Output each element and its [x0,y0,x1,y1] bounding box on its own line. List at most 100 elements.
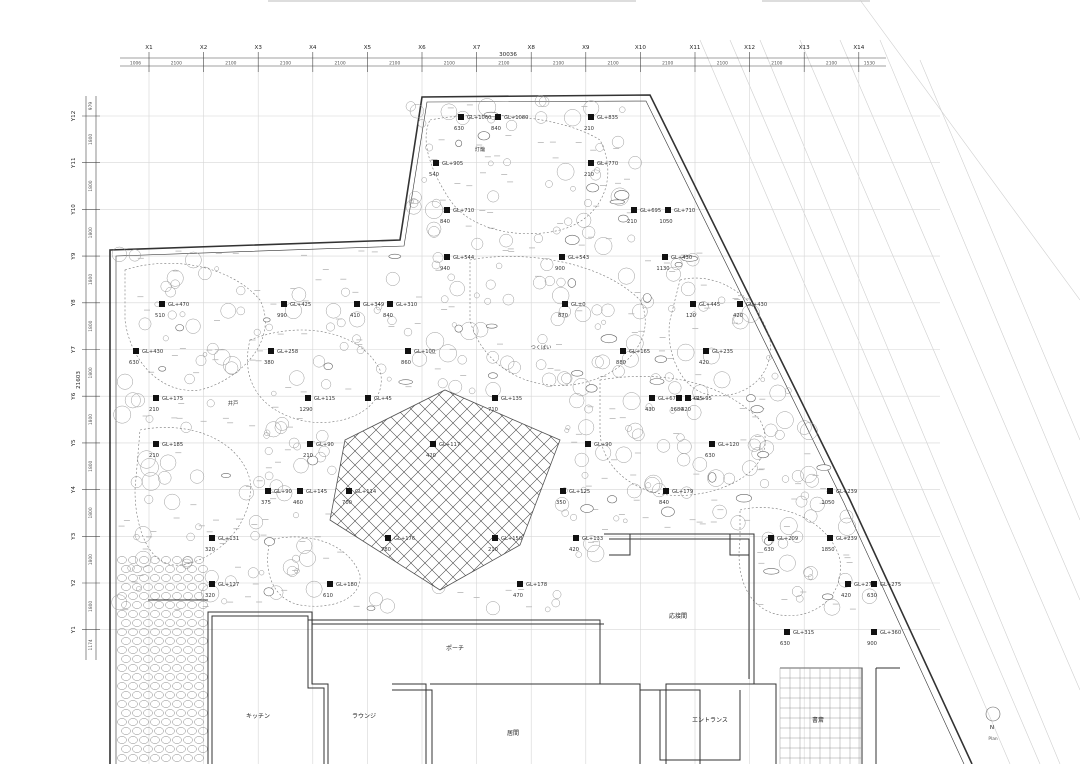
spot-level-sublabel: 940 [440,266,450,272]
spot-level-label: GL+425 [290,302,311,308]
spot-level-label: GL+235 [712,349,733,355]
spot-level-label: GL+135 [501,396,522,402]
spot-level-marker [268,348,274,354]
spot-level-label: GL+543 [568,255,589,261]
spot-level-sublabel: 900 [867,641,877,647]
spot-level-sublabel: 420 [681,407,691,413]
room-label-reception: 応接間 [669,612,687,620]
spot-level-label: GL+127 [218,582,239,588]
garden-feature-labels: 灯籠 つくばい 井戸 [228,145,552,407]
spot-level-sublabel: 840 [659,500,669,506]
spot-level-label: GL+835 [597,115,618,121]
spot-level-sublabel: 540 [429,172,439,178]
spot-level-marker [685,395,691,401]
spot-level-label: GL+150 [501,536,522,542]
spot-level-label: GL+770 [597,161,618,167]
grid-axis-label-y9: Y9 [71,252,77,260]
spot-level-marker [871,629,877,635]
spot-level-sublabel: 710 [488,407,498,413]
spot-level-sublabel: 990 [277,313,287,319]
y-span-dimension: 1800 [88,507,94,518]
spot-level-marker [281,301,287,307]
spot-level-marker [560,488,566,494]
spot-level-sublabel: 460 [293,500,303,506]
spot-level-marker [153,395,159,401]
spot-level-marker [690,301,696,307]
x-span-dimension: 1530 [864,61,875,67]
spot-level-sublabel: 120 [686,313,696,319]
spot-level-sublabel: 320 [205,593,215,599]
spot-level-marker [737,301,743,307]
spot-level-sublabel: 420 [426,453,436,459]
label-basin: つくばい [531,343,552,351]
spot-level-marker [387,301,393,307]
room-label-lounge: ラウンジ [352,712,376,720]
spot-level-marker [433,160,439,166]
spot-level-label: GL+90 [274,489,292,495]
spot-level-marker [676,395,682,401]
spot-level-label: GL+710 [674,208,695,214]
room-label-porch: ポーチ [446,644,464,652]
spot-level-sublabel: 840 [383,313,393,319]
spot-level-label: GL+67 [658,396,676,402]
spot-level-marker [585,441,591,447]
spot-level-sublabel: 210 [488,547,498,553]
spot-level-marker [562,301,568,307]
spot-level-sublabel: 420 [841,593,851,599]
spot-level-sublabel: 900 [555,266,565,272]
spot-level-marker [405,348,411,354]
spot-level-sublabel: 320 [205,547,215,553]
spot-level-label: GL+430 [671,255,692,261]
spot-level-sublabel: 210 [149,453,159,459]
spot-level: GL+90 [585,441,612,448]
grid-axis-label-y10: Y10 [71,204,77,216]
x-span-dimension: 2100 [498,61,509,67]
grid-axis-label-x12: X12 [744,45,755,51]
planting-texture [111,95,878,616]
spot-level-sublabel: 610 [323,593,333,599]
spot-level-label: GL+310 [396,302,417,308]
spot-level-label: GL+95 [685,396,703,402]
spot-level-label: GL+258 [277,349,298,355]
y-span-dimension: 1800 [88,367,94,378]
spot-level-marker [492,535,498,541]
y-span-dimension: 1800 [88,460,94,471]
grid-axis-label-y7: Y7 [71,346,77,354]
spot-level-marker [444,207,450,213]
spot-level-marker [385,535,391,541]
spot-level-sublabel: 210 [584,126,594,132]
spot-level-label: GL+145 [306,489,327,495]
spot-level-label: GL+695 [640,208,661,214]
label-lantern: 灯籠 [475,145,485,153]
grid-axis-label-y5: Y5 [71,439,77,447]
spot-level-label: GL+239 [836,536,857,542]
spot-level-marker [573,535,579,541]
spot-level-sublabel: 430 [645,407,655,413]
spot-level-marker [492,395,498,401]
room-label-entrance: エントランス [692,717,728,724]
grid-axis-label-y6: Y6 [71,392,77,400]
spot-level-marker [458,114,464,120]
stepping-stones [158,111,834,611]
study-paving [779,667,862,764]
spot-level-label: GL+90 [316,442,334,448]
spot-level-marker [444,254,450,260]
spot-level-label: GL+1060 [467,115,491,121]
spot-level-label: GL+165 [629,349,650,355]
spot-level-label: GL+430 [746,302,767,308]
